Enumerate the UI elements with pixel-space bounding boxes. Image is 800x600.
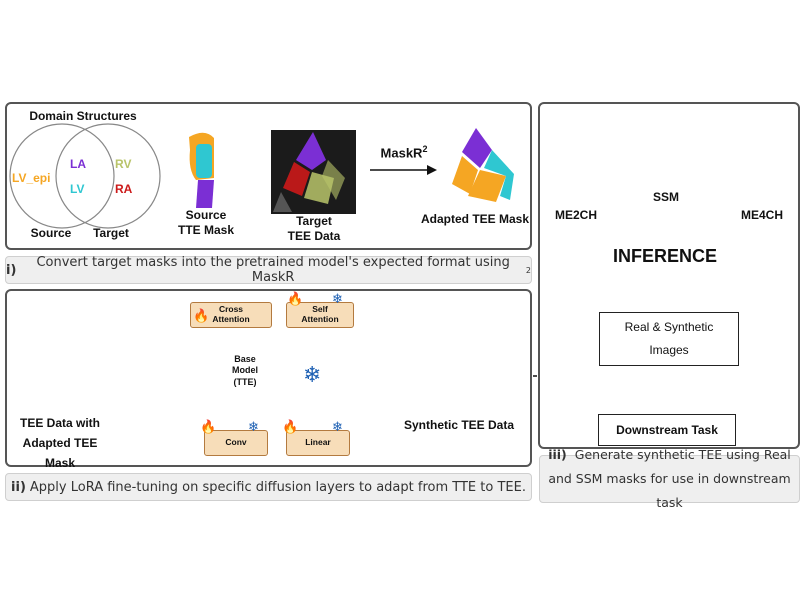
maskr-superscript: 2 [422, 144, 428, 154]
venn-target-label: Target [93, 226, 129, 240]
adapted-tee-mask [452, 128, 514, 202]
caption-step-3: iii) Generate synthetic TEE using Real a… [539, 447, 800, 510]
maskr2-label: MaskR2 [374, 144, 434, 162]
fire-icon: 🔥 [287, 291, 304, 306]
real-synthetic-images-box: Real & Synthetic Images [599, 312, 739, 366]
venn-item-lv: LV [70, 182, 85, 196]
ssm-label: SSM [652, 190, 679, 204]
source-circle [9, 123, 115, 229]
venn-item-rv: RV [115, 157, 132, 171]
chip-self-attention: Self Attention [286, 302, 354, 328]
fire-icon: 🔥 [200, 419, 217, 434]
downstream-task-label: Downstream Task [616, 423, 718, 437]
snowflake-icon: ❄ [332, 291, 343, 306]
real-synthetic-images-label: Real & Synthetic Images [624, 320, 714, 357]
venn-item-la: LA [70, 157, 86, 171]
chip-linear: Linear [286, 430, 350, 456]
venn-title: Domain Structures [29, 109, 137, 123]
chip-conv: Conv [204, 430, 268, 456]
snowflake-icon: ❄ [303, 362, 322, 387]
venn-source-label: Source [30, 226, 72, 240]
caption-3-text: Generate synthetic TEE using Real and SS… [548, 447, 791, 510]
snowflake-icon: ❄ [332, 419, 343, 434]
chip-cross-attention: Cross Attention [190, 302, 272, 328]
adapted-tee-mask-label: Adapted TEE Mask [420, 212, 530, 226]
target-tee-data-image [271, 130, 356, 214]
fire-icon: 🔥 [193, 308, 210, 323]
me4ch-label: ME4CH [740, 208, 783, 222]
input-tee-with-mask-label: TEE Data with Adapted TEE Mask [19, 416, 100, 470]
synthetic-tee-data-label: Synthetic TEE Data [403, 418, 515, 432]
me2ch-label: ME2CH [554, 208, 597, 222]
caption-2-numeral: ii) [11, 479, 26, 495]
inference-label: INFERENCE [612, 246, 717, 266]
caption-step-2: ii) Apply LoRA fine-tuning on specific d… [5, 473, 532, 501]
downstream-task-box: Downstream Task [598, 414, 736, 446]
maskr-text: MaskR [380, 145, 423, 161]
caption-1-numeral: i) [6, 262, 17, 278]
caption-3-numeral: iii) [548, 447, 567, 463]
snowflake-icon: ❄ [248, 419, 259, 434]
caption-step-1: i) Convert target masks into the pretrai… [5, 255, 532, 285]
panel-inference [538, 102, 800, 449]
base-model-label: Base Model (TTE) [232, 354, 258, 387]
caption-1-superscript: 2 [525, 265, 531, 275]
target-tee-data-label: Target TEE Data [287, 214, 341, 243]
fire-icon: 🔥 [282, 419, 299, 434]
source-tte-mask [189, 132, 214, 208]
caption-3-body: iii) Generate synthetic TEE using Real a… [546, 443, 793, 514]
caption-1-text: Convert target masks into the pretrained… [36, 255, 510, 285]
source-tte-mask-label: Source TTE Mask [177, 208, 234, 237]
target-circle [55, 123, 161, 229]
caption-2-text: Apply LoRA fine-tuning on specific diffu… [29, 479, 526, 495]
venn-item-lv-epi: LV_epi [12, 171, 51, 185]
venn-item-ra: RA [115, 182, 133, 196]
